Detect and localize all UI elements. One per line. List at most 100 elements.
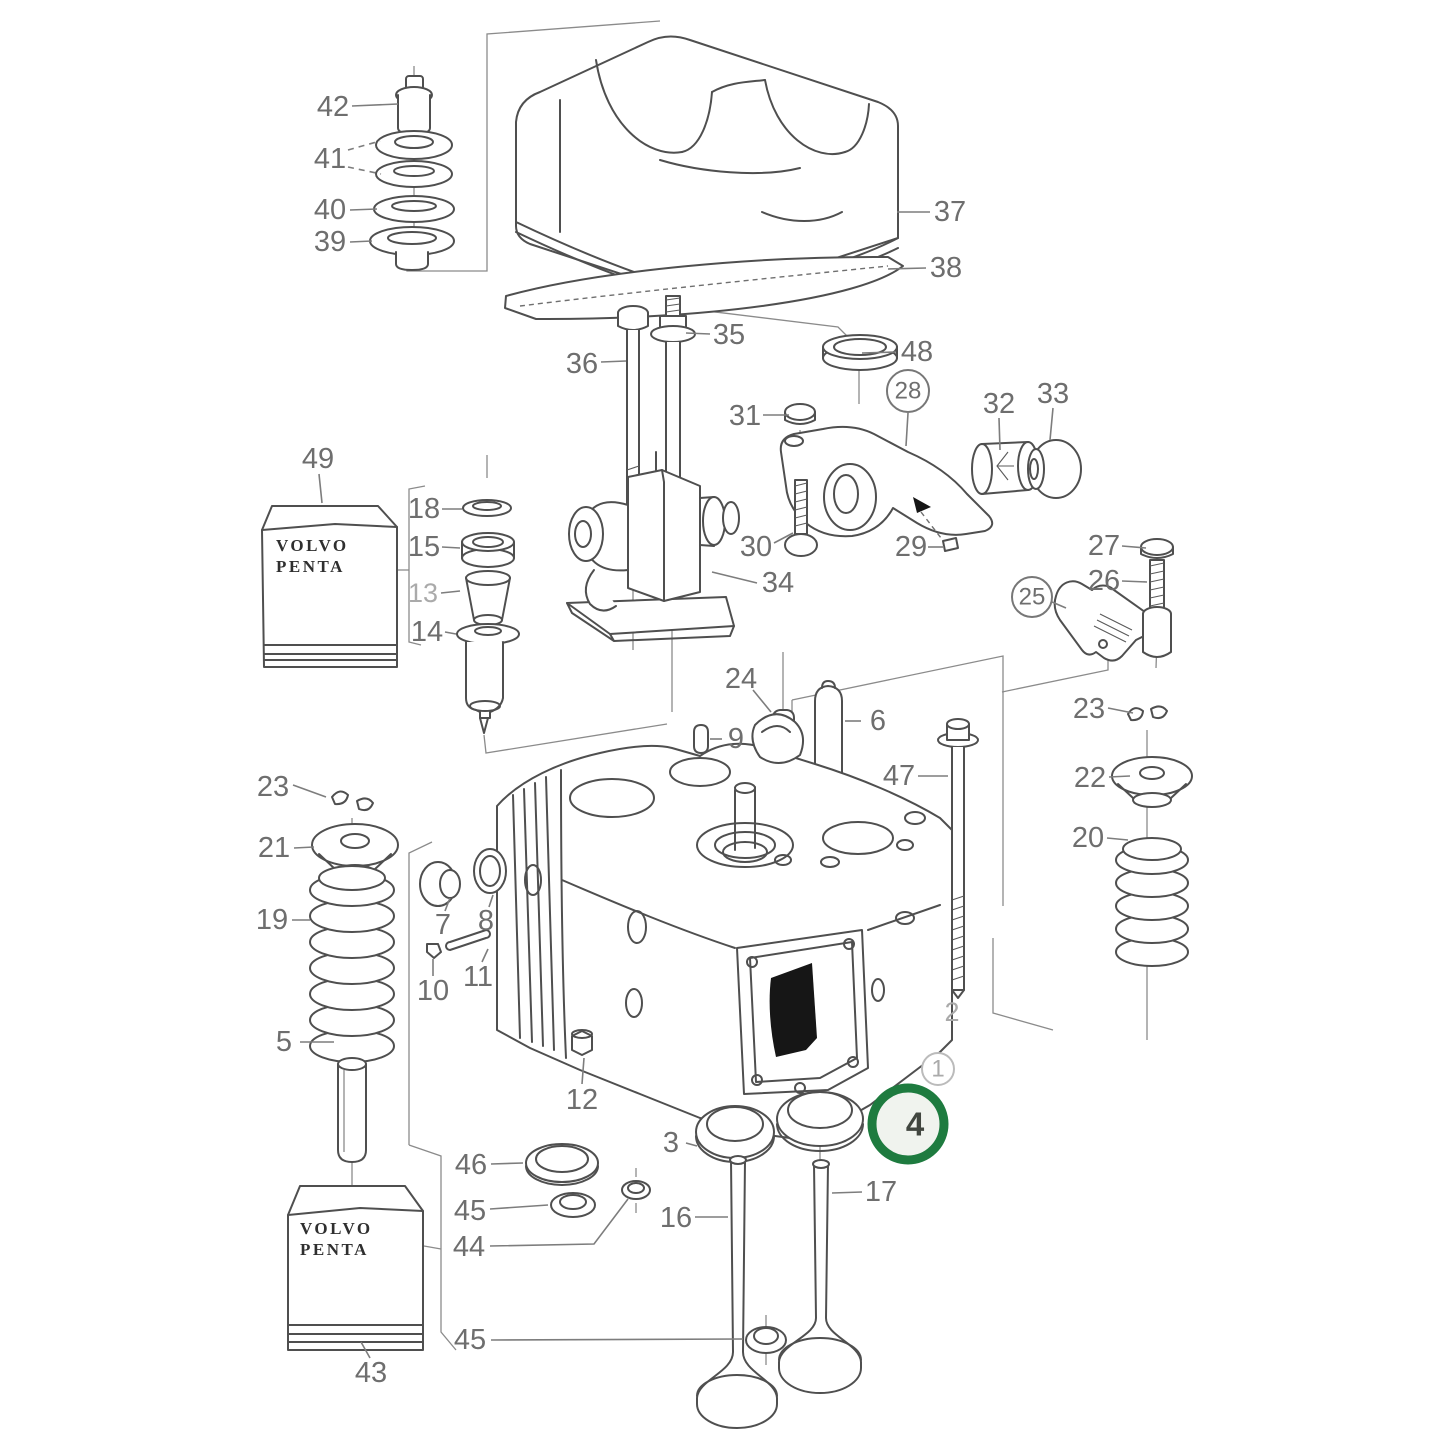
part-callout-1[interactable]: 1 [921,1052,955,1086]
part-number-37: 37 [934,196,966,228]
callout-circle[interactable] [886,369,930,413]
part-number-25[interactable]: 25 [1019,584,1046,611]
part-number-22: 22 [1074,762,1106,794]
part-callout-4[interactable]: 4 [867,1083,949,1165]
part-number-26: 26 [1088,565,1120,597]
part-number-13: 13 [408,578,438,608]
part-number-43: 43 [355,1357,387,1389]
right-valve-spring-group [1111,705,1193,967]
small-parts-group [419,848,507,959]
part-number-24: 24 [725,663,757,695]
part-callout-19: 19 [256,904,310,936]
part-callout-10: 10 [417,959,449,1007]
part-callout-26: 26 [1088,565,1148,597]
cover-gasket [504,255,904,321]
part-callout-17: 17 [831,1176,897,1208]
part-callout-28[interactable]: 28 [886,369,930,447]
part-callout-3: 3 [663,1127,698,1159]
part-number-9: 9 [728,723,744,755]
part-callout-32: 32 [983,388,1015,451]
brand-text-penta: PENTA [276,557,345,576]
part-callout-2: 2 [944,997,959,1027]
part-callout-20: 20 [1072,822,1129,854]
part-number-41: 41 [314,143,346,175]
seals-and-seats [525,1091,864,1354]
part-number-21: 21 [258,832,290,864]
part-callout-21: 21 [258,832,315,864]
part-callout-13: 13 [408,578,461,608]
part-number-47: 47 [883,760,915,792]
part-number-36: 36 [566,348,598,380]
part-number-8: 8 [478,905,494,937]
part-number-30: 30 [740,531,772,563]
part-callout-39: 39 [314,226,373,258]
part-number-33: 33 [1037,378,1069,410]
part-number-49: 49 [302,443,334,475]
part-callout-37: 37 [897,196,966,228]
part-number-4[interactable]: 4 [906,1106,925,1143]
parts-box-49: VOLVO PENTA [261,505,398,668]
part-number-34: 34 [762,567,794,599]
part-number-1[interactable]: 1 [931,1056,944,1083]
part-callout-34: 34 [711,567,794,599]
part-callout-43: 43 [355,1341,387,1389]
part-callout-6: 6 [845,705,886,737]
part-callout-36: 36 [566,348,627,380]
part-callout-15: 15 [408,531,461,563]
part-callout-18: 18 [408,493,462,525]
part-callout-45: 45 [454,1324,744,1356]
part-callout-7: 7 [435,897,451,941]
part-number-27: 27 [1088,530,1120,562]
part-callout-22: 22 [1074,762,1131,794]
part-callout-35: 35 [685,319,745,351]
part-callout-38: 38 [887,252,962,284]
parts-box-43: VOLVO PENTA [287,1185,424,1351]
part-number-39: 39 [314,226,346,258]
part-number-7: 7 [435,909,451,941]
part-callout-12: 12 [566,1057,598,1116]
part-callout-25[interactable]: 25 [1011,576,1067,618]
brand-text-volvo-2: VOLVO [300,1219,373,1238]
part-callout-29: 29 [895,531,944,563]
brand-text-penta-2: PENTA [300,1240,369,1259]
part-callout-16: 16 [660,1202,728,1234]
part-number-35: 35 [713,319,745,351]
part-number-29: 29 [895,531,927,563]
rocker-arm [779,403,1082,557]
washer-stack [369,75,455,271]
part-number-32: 32 [983,388,1015,420]
left-valve-spring-group [309,790,399,1163]
callout-circle[interactable] [921,1052,955,1086]
part-number-10: 10 [417,975,449,1007]
part-callout-23: 23 [257,771,327,803]
part-number-45: 45 [454,1324,486,1356]
highlight-circle[interactable] [867,1083,949,1165]
valve-cover [515,35,899,305]
part-number-23: 23 [257,771,289,803]
part-callout-5: 5 [276,1026,334,1058]
part-callout-9: 9 [710,723,744,755]
part-number-2: 2 [944,997,959,1027]
rocker-pedestal [566,451,740,642]
callout-circle[interactable] [1011,576,1053,618]
part-number-16: 16 [660,1202,692,1234]
part-callout-24: 24 [725,663,772,713]
injector-sleeve-group [408,485,520,734]
part-number-44: 44 [453,1231,485,1263]
brand-text-volvo: VOLVO [276,536,349,555]
part-number-3: 3 [663,1127,679,1159]
part-number-28[interactable]: 28 [895,378,922,405]
part-number-19: 19 [256,904,288,936]
part-callout-47: 47 [883,760,948,792]
cylinder-head [496,713,953,1139]
part-callout-44: 44 [453,1198,629,1263]
part-number-46: 46 [455,1149,487,1181]
part-callout-31: 31 [729,400,789,432]
part-callout-46: 46 [455,1149,524,1181]
part-callout-48: 48 [861,336,933,368]
part-number-18: 18 [408,493,440,525]
part-number-31: 31 [729,400,761,432]
valves [696,1155,862,1429]
part-number-23: 23 [1073,693,1105,725]
